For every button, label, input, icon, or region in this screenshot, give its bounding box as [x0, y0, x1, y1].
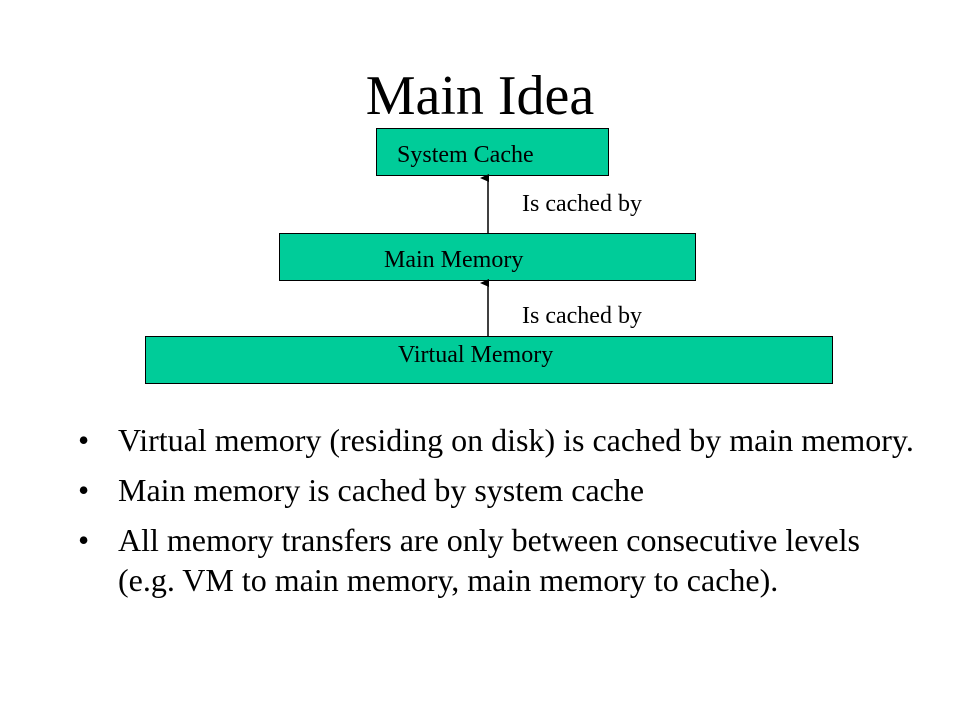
bullet-text: Main memory is cached by system cache: [118, 472, 645, 508]
main-memory-box: Main Memory: [279, 233, 696, 281]
virtual-memory-box: Virtual Memory: [145, 336, 833, 384]
bullet-dot-icon: •: [78, 472, 90, 508]
bullet-text: Virtual memory (residing on disk) is cac…: [118, 422, 914, 458]
edge-label-vm-to-main: Is cached by: [522, 303, 642, 329]
virtual-memory-label: Virtual Memory: [398, 342, 554, 368]
bullet-item: • Virtual memory (residing on disk) is c…: [78, 420, 918, 460]
bullet-dot-icon: •: [78, 422, 90, 458]
system-cache-box: System Cache: [376, 128, 609, 176]
system-cache-label: System Cache: [397, 142, 534, 168]
main-memory-label: Main Memory: [384, 247, 524, 273]
bullet-item: • Main memory is cached by system cache: [78, 470, 918, 510]
bullet-item: • All memory transfers are only between …: [78, 520, 918, 600]
bullet-list: • Virtual memory (residing on disk) is c…: [78, 420, 918, 610]
slide-title: Main Idea: [365, 65, 595, 127]
bullet-dot-icon: •: [78, 522, 90, 558]
bullet-text: All memory transfers are only between co…: [118, 522, 860, 598]
edge-label-main-to-cache: Is cached by: [522, 191, 642, 217]
